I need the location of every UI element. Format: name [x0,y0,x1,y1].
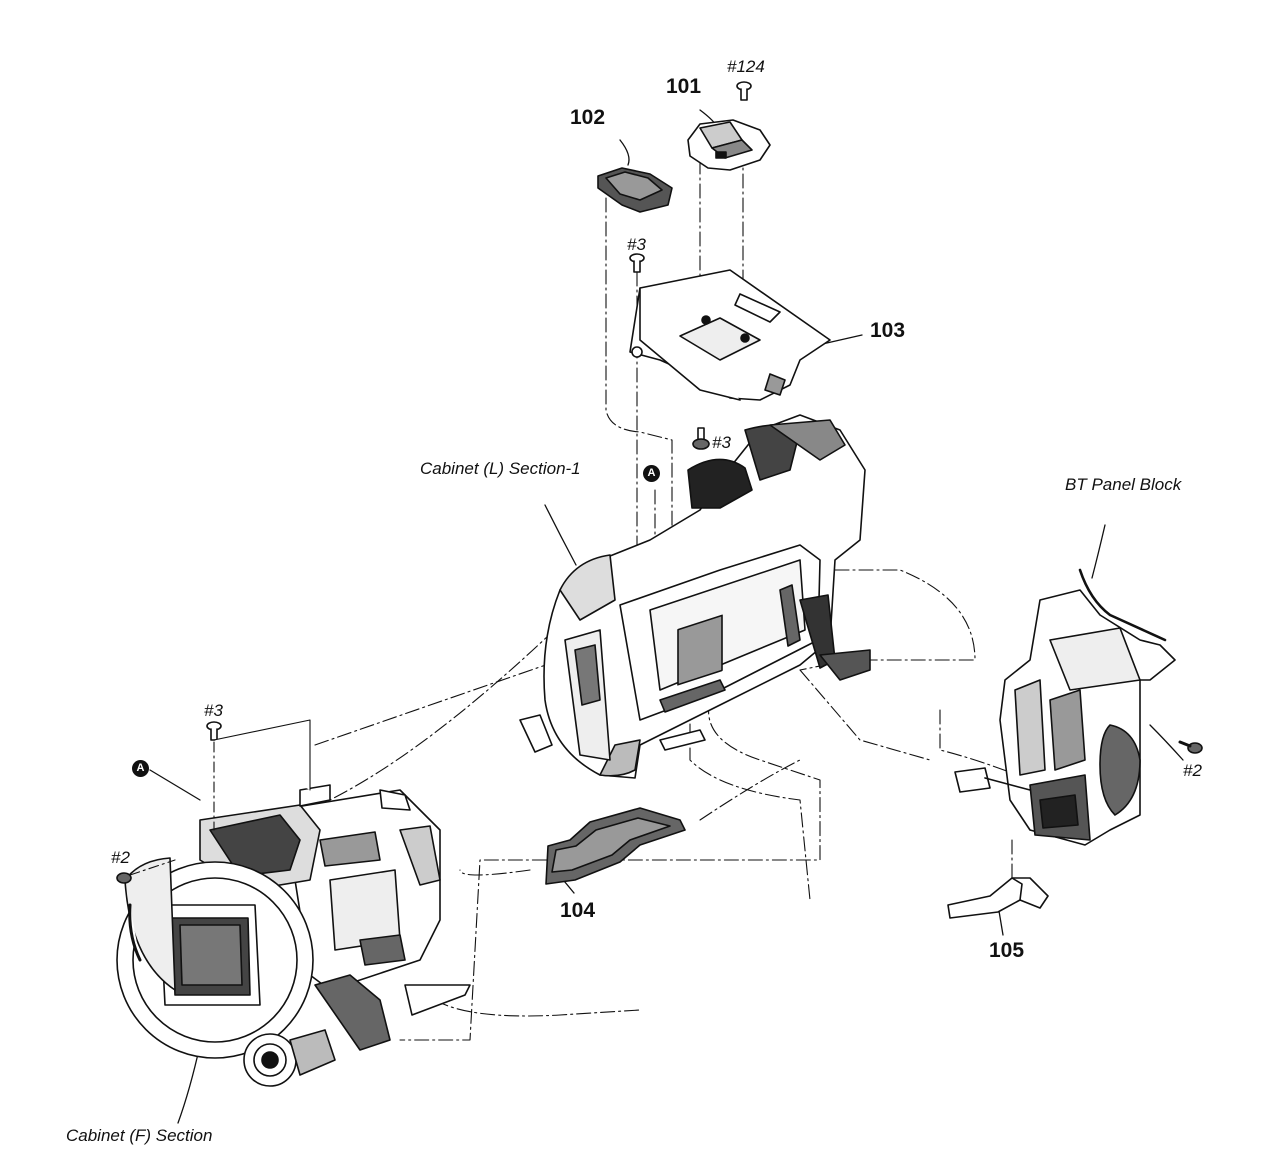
label-part-103: 103 [870,319,906,342]
assembly-guide-lines [312,149,1031,1041]
label-screw-2-right: #2 [1183,761,1202,780]
cabinet-f-section [116,784,471,1087]
label-cabinet-l-section: Cabinet (L) Section-1 [420,459,581,478]
label-part-104: 104 [560,899,596,922]
cabinet-l-body [519,414,871,779]
label-part-101: 101 [666,75,702,98]
label-cabinet-f-section: Cabinet (F) Section [66,1126,213,1145]
label-screw-2-left: #2 [111,848,130,867]
label-screw-3-left: #3 [204,701,223,720]
label-bt-panel-block: BT Panel Block [1065,475,1182,494]
part-105-bracket [947,877,1049,919]
label-screw-3-top: #3 [627,235,646,254]
screw-2-left [116,859,176,884]
screw-3-mid [692,427,710,450]
screw-124 [736,81,752,101]
part-102-plate [597,167,673,213]
label-screw-124: #124 [727,57,765,76]
screw-2-right [1178,740,1203,754]
bt-panel-block [954,568,1176,846]
label-part-105: 105 [989,939,1025,962]
screw-3-left [206,719,311,831]
screw-3-top [629,253,645,273]
reference-marker-a-top: A [643,465,660,482]
part-103-frame [629,269,831,401]
part-101-bracket [687,119,771,171]
label-screw-3-mid: #3 [712,433,731,452]
part-104-flex [545,807,686,885]
label-part-102: 102 [570,106,606,129]
reference-marker-a-left: A [132,760,149,777]
